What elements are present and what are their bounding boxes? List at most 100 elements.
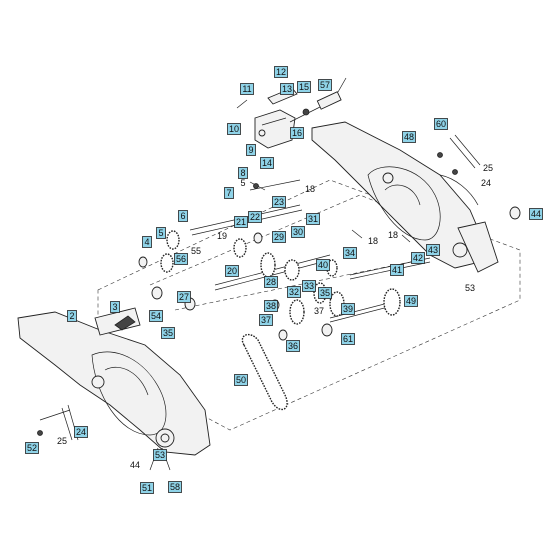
callout-number: 25 [483,163,493,173]
callout-number: 29 [274,232,284,242]
callout-44: 44 [529,208,543,220]
callout-number: 51 [142,483,152,493]
callout-box [178,210,188,222]
callout-box [246,144,256,156]
callout-31: 31 [306,213,320,225]
callout-box [238,167,248,179]
callout-61: 61 [341,333,355,345]
callout-box [224,187,234,199]
callout-53: 53 [465,283,475,293]
callout-box [434,118,448,130]
callout-10: 10 [227,123,241,135]
callout-number: 6 [180,211,185,221]
callout-box [316,259,330,271]
callout-number: 5 [240,178,245,188]
callout-number: 11 [242,84,251,94]
callout-21: 21 [234,216,248,228]
callout-number: 61 [343,334,353,344]
callout-15: 15 [297,81,311,93]
callout-box [110,301,120,313]
callout-19: 19 [217,231,227,241]
callout-number: 5 [158,228,163,238]
callout-number: 36 [288,341,298,351]
callout-box [341,303,355,315]
callout-38: 38 [264,300,278,312]
callout-box [142,236,152,248]
callout-number: 25 [57,436,67,446]
callout-box [234,374,248,386]
callout-9: 9 [246,144,256,156]
callout-box [274,66,288,78]
callout-number: 43 [428,245,438,255]
callout-16: 16 [290,127,304,139]
callout-number: 54 [151,311,161,321]
callout-box [426,244,440,256]
callout-8: 8 [238,167,248,179]
callout-box [177,291,191,303]
callout-box [287,286,301,298]
callout-number: 27 [179,292,189,302]
callout-number: 4 [144,237,149,247]
callout-60: 60 [434,118,448,130]
callout-box [291,226,305,238]
callout-37: 37 [314,306,324,316]
callout-2: 2 [67,310,77,322]
callout-57: 57 [318,79,332,91]
callout-13: 13 [280,83,294,95]
callout-number: 3 [112,302,117,312]
callout-number: 34 [345,248,355,258]
callout-41: 41 [390,264,404,276]
callout-number: 23 [274,197,284,207]
callout-box [259,314,273,326]
callout-box [174,253,188,265]
callout-number: 10 [229,124,239,134]
callout-box [318,287,332,299]
callout-33: 33 [302,280,316,292]
callout-box [272,231,286,243]
callout-number: 18 [388,230,398,240]
callout-number: 50 [236,375,246,385]
callout-box [390,264,404,276]
callout-22: 22 [248,211,262,223]
callout-box [290,127,304,139]
callout-28: 28 [264,276,278,288]
callout-number: 39 [343,304,353,314]
callout-12: 12 [274,66,288,78]
callout-25: 25 [483,163,493,173]
callout-34: 34 [343,247,357,259]
callout-18: 18 [388,230,398,240]
callout-56: 56 [174,253,188,265]
callout-number: 41 [392,265,402,275]
callout-51: 51 [140,482,154,494]
right-chain-case [311,121,499,273]
callout-5: 5 [156,227,166,239]
callout-number: 30 [293,227,303,237]
callout-box [297,81,311,93]
callout-52: 52 [25,442,39,454]
callout-40: 40 [316,259,330,271]
callout-3: 3 [110,301,120,313]
callout-box [402,131,416,143]
callout-number: 24 [76,427,86,437]
callout-box [140,482,154,494]
callout-number: 28 [266,277,276,287]
callout-49: 49 [404,295,418,307]
callout-58: 58 [168,481,182,493]
callout-20: 20 [225,265,239,277]
callout-number: 57 [320,80,330,90]
callout-29: 29 [272,231,286,243]
callout-box [306,213,320,225]
callout-box [161,327,175,339]
callout-11: 11 [240,83,254,95]
callout-box [67,310,77,322]
callout-box [529,208,543,220]
callout-7: 7 [224,187,234,199]
callout-box [153,449,167,461]
callout-number: 33 [304,281,314,291]
callout-53: 53 [153,449,167,461]
callout-number: 49 [406,296,416,306]
callout-39: 39 [341,303,355,315]
callout-box [280,83,294,95]
callout-box [234,216,248,228]
